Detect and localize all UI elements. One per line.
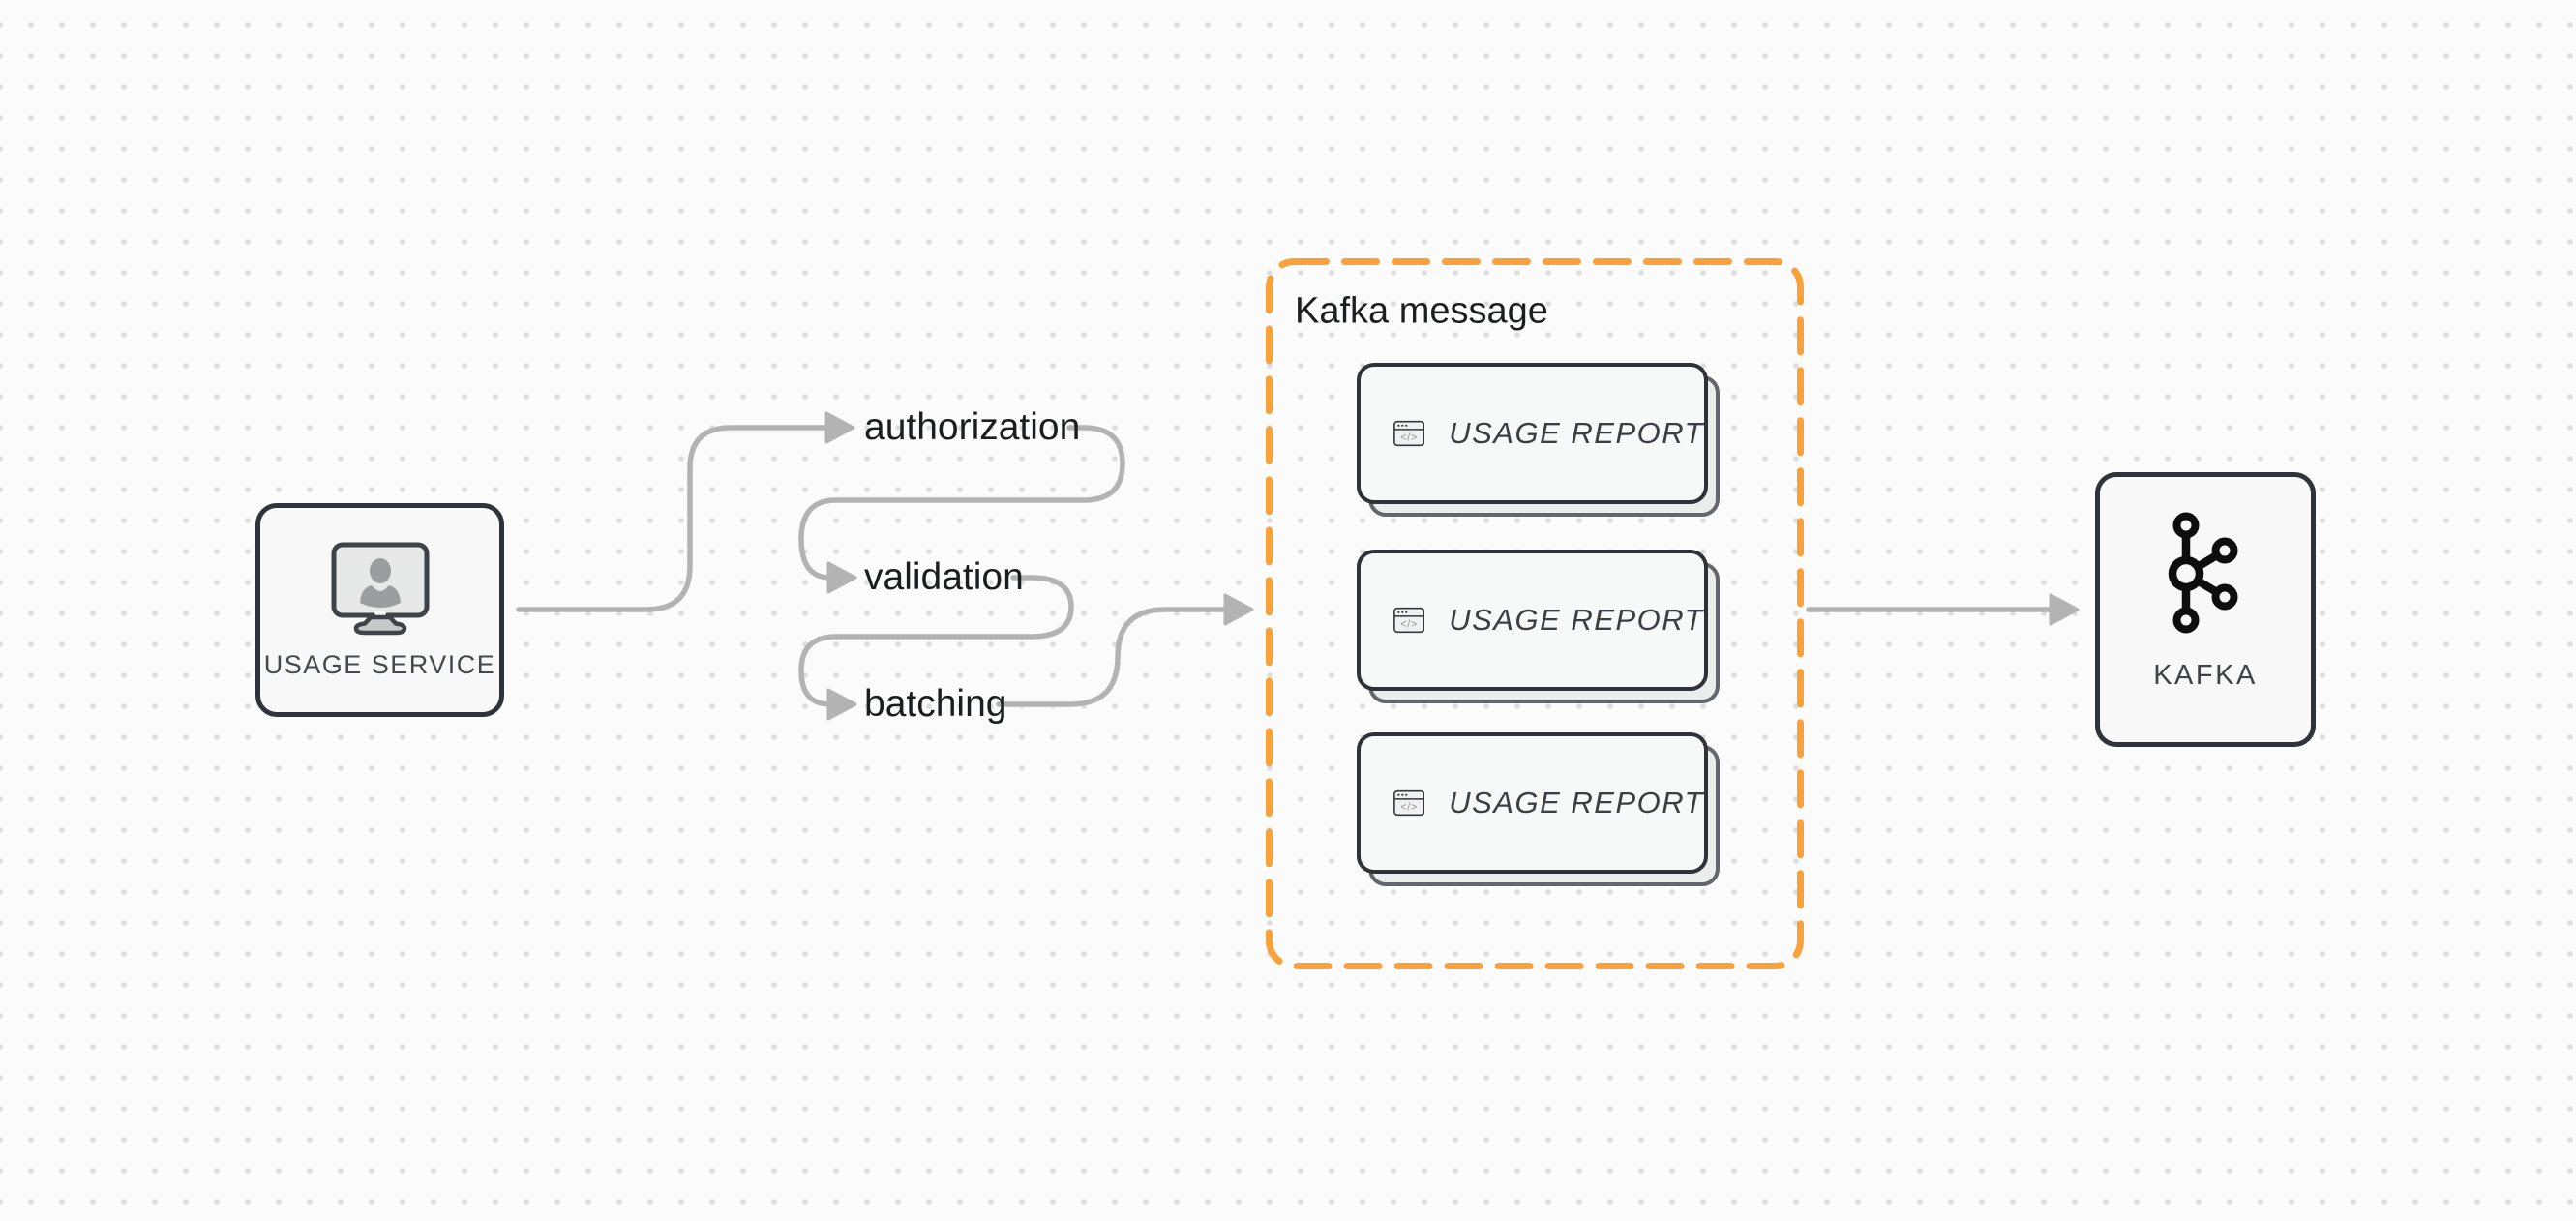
- usage-report-label: USAGE REPORT: [1449, 416, 1704, 450]
- svg-text:</>: </>: [1400, 432, 1418, 444]
- arrowhead-icon: [824, 411, 855, 444]
- card-front: </> USAGE REPORT: [1357, 363, 1708, 504]
- arrowhead-icon: [826, 561, 857, 594]
- svg-text:</>: </>: [1400, 619, 1418, 631]
- connector-batching-to-kafka-message: [996, 607, 1227, 707]
- monitor-user-icon: [331, 542, 429, 635]
- usage-report-card: </> USAGE REPORT: [1357, 732, 1720, 886]
- usage-report-card: </> USAGE REPORT: [1357, 550, 1720, 703]
- arrowhead-icon: [2049, 593, 2080, 626]
- usage-report-card: </> USAGE REPORT: [1357, 363, 1720, 517]
- connector-validation-to-batching: [798, 575, 1074, 707]
- kafka-message-group-title: Kafka message: [1295, 290, 1548, 332]
- usage-report-label: USAGE REPORT: [1449, 603, 1704, 637]
- kafka-logo-icon: [2168, 512, 2238, 633]
- card-front: </> USAGE REPORT: [1357, 732, 1708, 874]
- usage-service-label: USAGE SERVICE: [263, 649, 496, 679]
- connector-usage-service-to-authorization: [516, 425, 828, 612]
- kafka-message-group-border: [1266, 258, 1804, 969]
- connector-authorization-to-validation: [798, 425, 1125, 581]
- arrowhead-icon: [1223, 593, 1254, 626]
- kafka-node: KAFKA: [2095, 472, 2316, 747]
- code-window-icon: </>: [1393, 420, 1425, 447]
- code-window-icon: </>: [1393, 789, 1425, 817]
- kafka-label: KAFKA: [2153, 659, 2258, 691]
- flow-step-validation: validation: [864, 556, 1024, 598]
- usage-service-node: USAGE SERVICE: [255, 503, 504, 717]
- flow-step-batching: batching: [864, 683, 1007, 725]
- usage-report-label: USAGE REPORT: [1449, 786, 1704, 819]
- flow-step-authorization: authorization: [864, 406, 1081, 448]
- svg-text:</>: </>: [1400, 802, 1418, 814]
- code-window-icon: </>: [1393, 607, 1425, 634]
- arrowhead-icon: [826, 688, 857, 721]
- card-front: </> USAGE REPORT: [1357, 550, 1708, 691]
